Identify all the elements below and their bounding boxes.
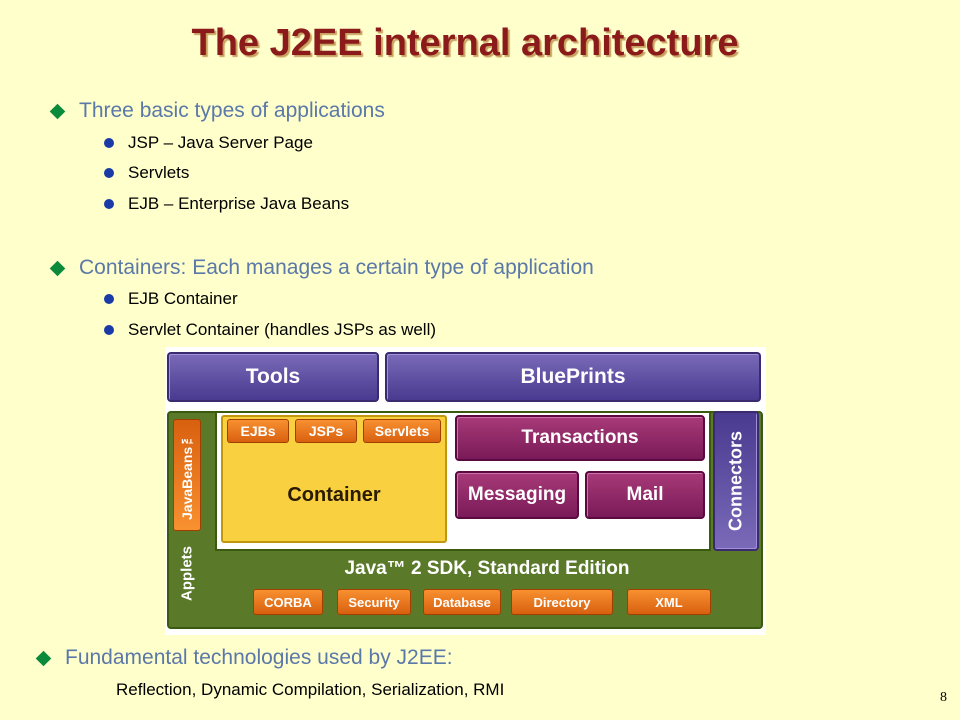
blueprints-block: BluePrints: [385, 352, 761, 402]
dot-bullet-icon: [104, 199, 114, 209]
sub-bullet-servlet-container: Servlet Container (handles JSPs as well): [104, 320, 436, 340]
tools-block: Tools: [167, 352, 379, 402]
security-block: Security: [337, 589, 411, 615]
sub-bullet-servlets: Servlets: [104, 163, 189, 183]
applets-label: Applets: [178, 545, 196, 601]
sub-bullet-text: EJB – Enterprise Java Beans: [128, 194, 350, 213]
transactions-block: Transactions: [455, 415, 705, 461]
bullet-fundamental: Fundamental technologies used by J2EE:: [35, 646, 453, 670]
dot-bullet-icon: [104, 168, 114, 178]
sub-bullet-jsp: JSP – Java Server Page: [104, 133, 313, 153]
bullet-applications-text: Three basic types of applications: [79, 99, 385, 122]
sub-bullet-ejb-container: EJB Container: [104, 289, 238, 309]
mail-block: Mail: [585, 471, 705, 519]
sub-bullet-text: Servlet Container (handles JSPs as well): [128, 320, 437, 339]
fundamental-detail: Reflection, Dynamic Compilation, Seriali…: [116, 680, 505, 699]
servlets-block: Servlets: [363, 419, 441, 443]
bullet-fundamental-text: Fundamental technologies used by J2EE:: [65, 646, 453, 669]
page-number: 8: [940, 690, 947, 705]
container-label: Container: [287, 484, 381, 506]
sub-bullet-text: JSP – Java Server Page: [128, 133, 313, 152]
j2ee-architecture-diagram: Tools BluePrints JavaBeans™ Applets Cont…: [165, 347, 766, 635]
bullet-containers: Containers: Each manages a certain type …: [49, 256, 594, 280]
sub-bullet-text: Servlets: [128, 163, 190, 182]
sub-bullet-text: EJB Container: [128, 289, 238, 308]
database-block: Database: [423, 589, 501, 615]
jsps-block: JSPs: [295, 419, 357, 443]
dot-bullet-icon: [104, 138, 114, 148]
connectors-block: Connectors: [713, 411, 759, 551]
dot-bullet-icon: [104, 325, 114, 335]
sdk-label: Java™ 2 SDK, Standard Edition: [344, 558, 630, 579]
xml-block: XML: [627, 589, 711, 615]
diamond-bullet-icon: [49, 260, 66, 276]
bullet-containers-text: Containers: Each manages a certain type …: [79, 256, 594, 279]
ejbs-block: EJBs: [227, 419, 289, 443]
javabeans-block: JavaBeans™: [173, 419, 201, 531]
directory-block: Directory: [511, 589, 613, 615]
corba-block: CORBA: [253, 589, 323, 615]
diamond-bullet-icon: [49, 103, 66, 119]
bullet-applications: Three basic types of applications: [49, 99, 385, 123]
diamond-bullet-icon: [35, 650, 52, 666]
messaging-block: Messaging: [455, 471, 579, 519]
sub-bullet-ejb: EJB – Enterprise Java Beans: [104, 194, 349, 214]
dot-bullet-icon: [104, 294, 114, 304]
slide-title: The J2EE internal architecture: [191, 22, 739, 64]
